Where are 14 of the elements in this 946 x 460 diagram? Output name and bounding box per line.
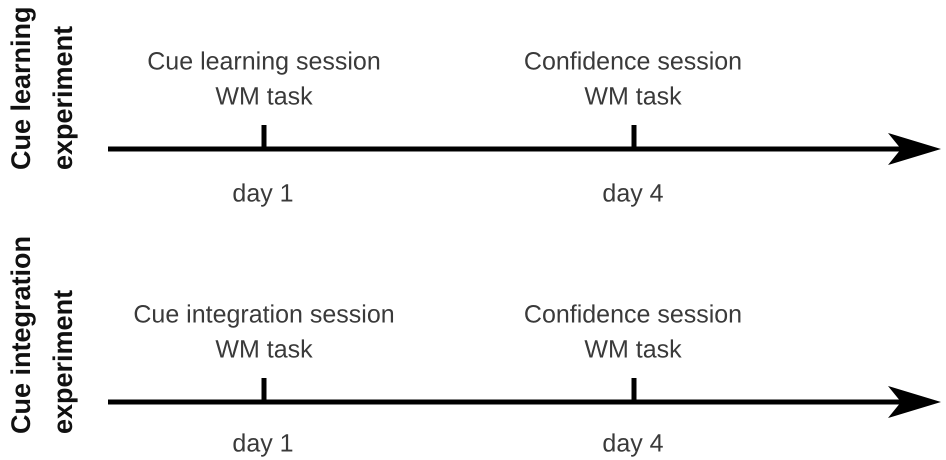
row-heading: Cue learning experiment <box>5 5 79 170</box>
task-label: WM task <box>584 336 682 364</box>
day-label: day 1 <box>232 180 294 208</box>
session-label: Cue integration session <box>133 300 395 330</box>
session-label: Cue learning session <box>147 48 381 76</box>
task-label: WM task <box>215 336 313 364</box>
day-label: day 1 <box>232 430 294 458</box>
session-label: Confidence session <box>524 300 742 330</box>
day-label: day 4 <box>602 430 664 458</box>
day-label: day 4 <box>602 180 664 208</box>
row-heading: Cue integration experiment <box>5 234 79 434</box>
task-label: WM task <box>584 82 682 112</box>
session-label: Confidence session <box>524 48 742 76</box>
task-label: WM task <box>215 82 313 112</box>
